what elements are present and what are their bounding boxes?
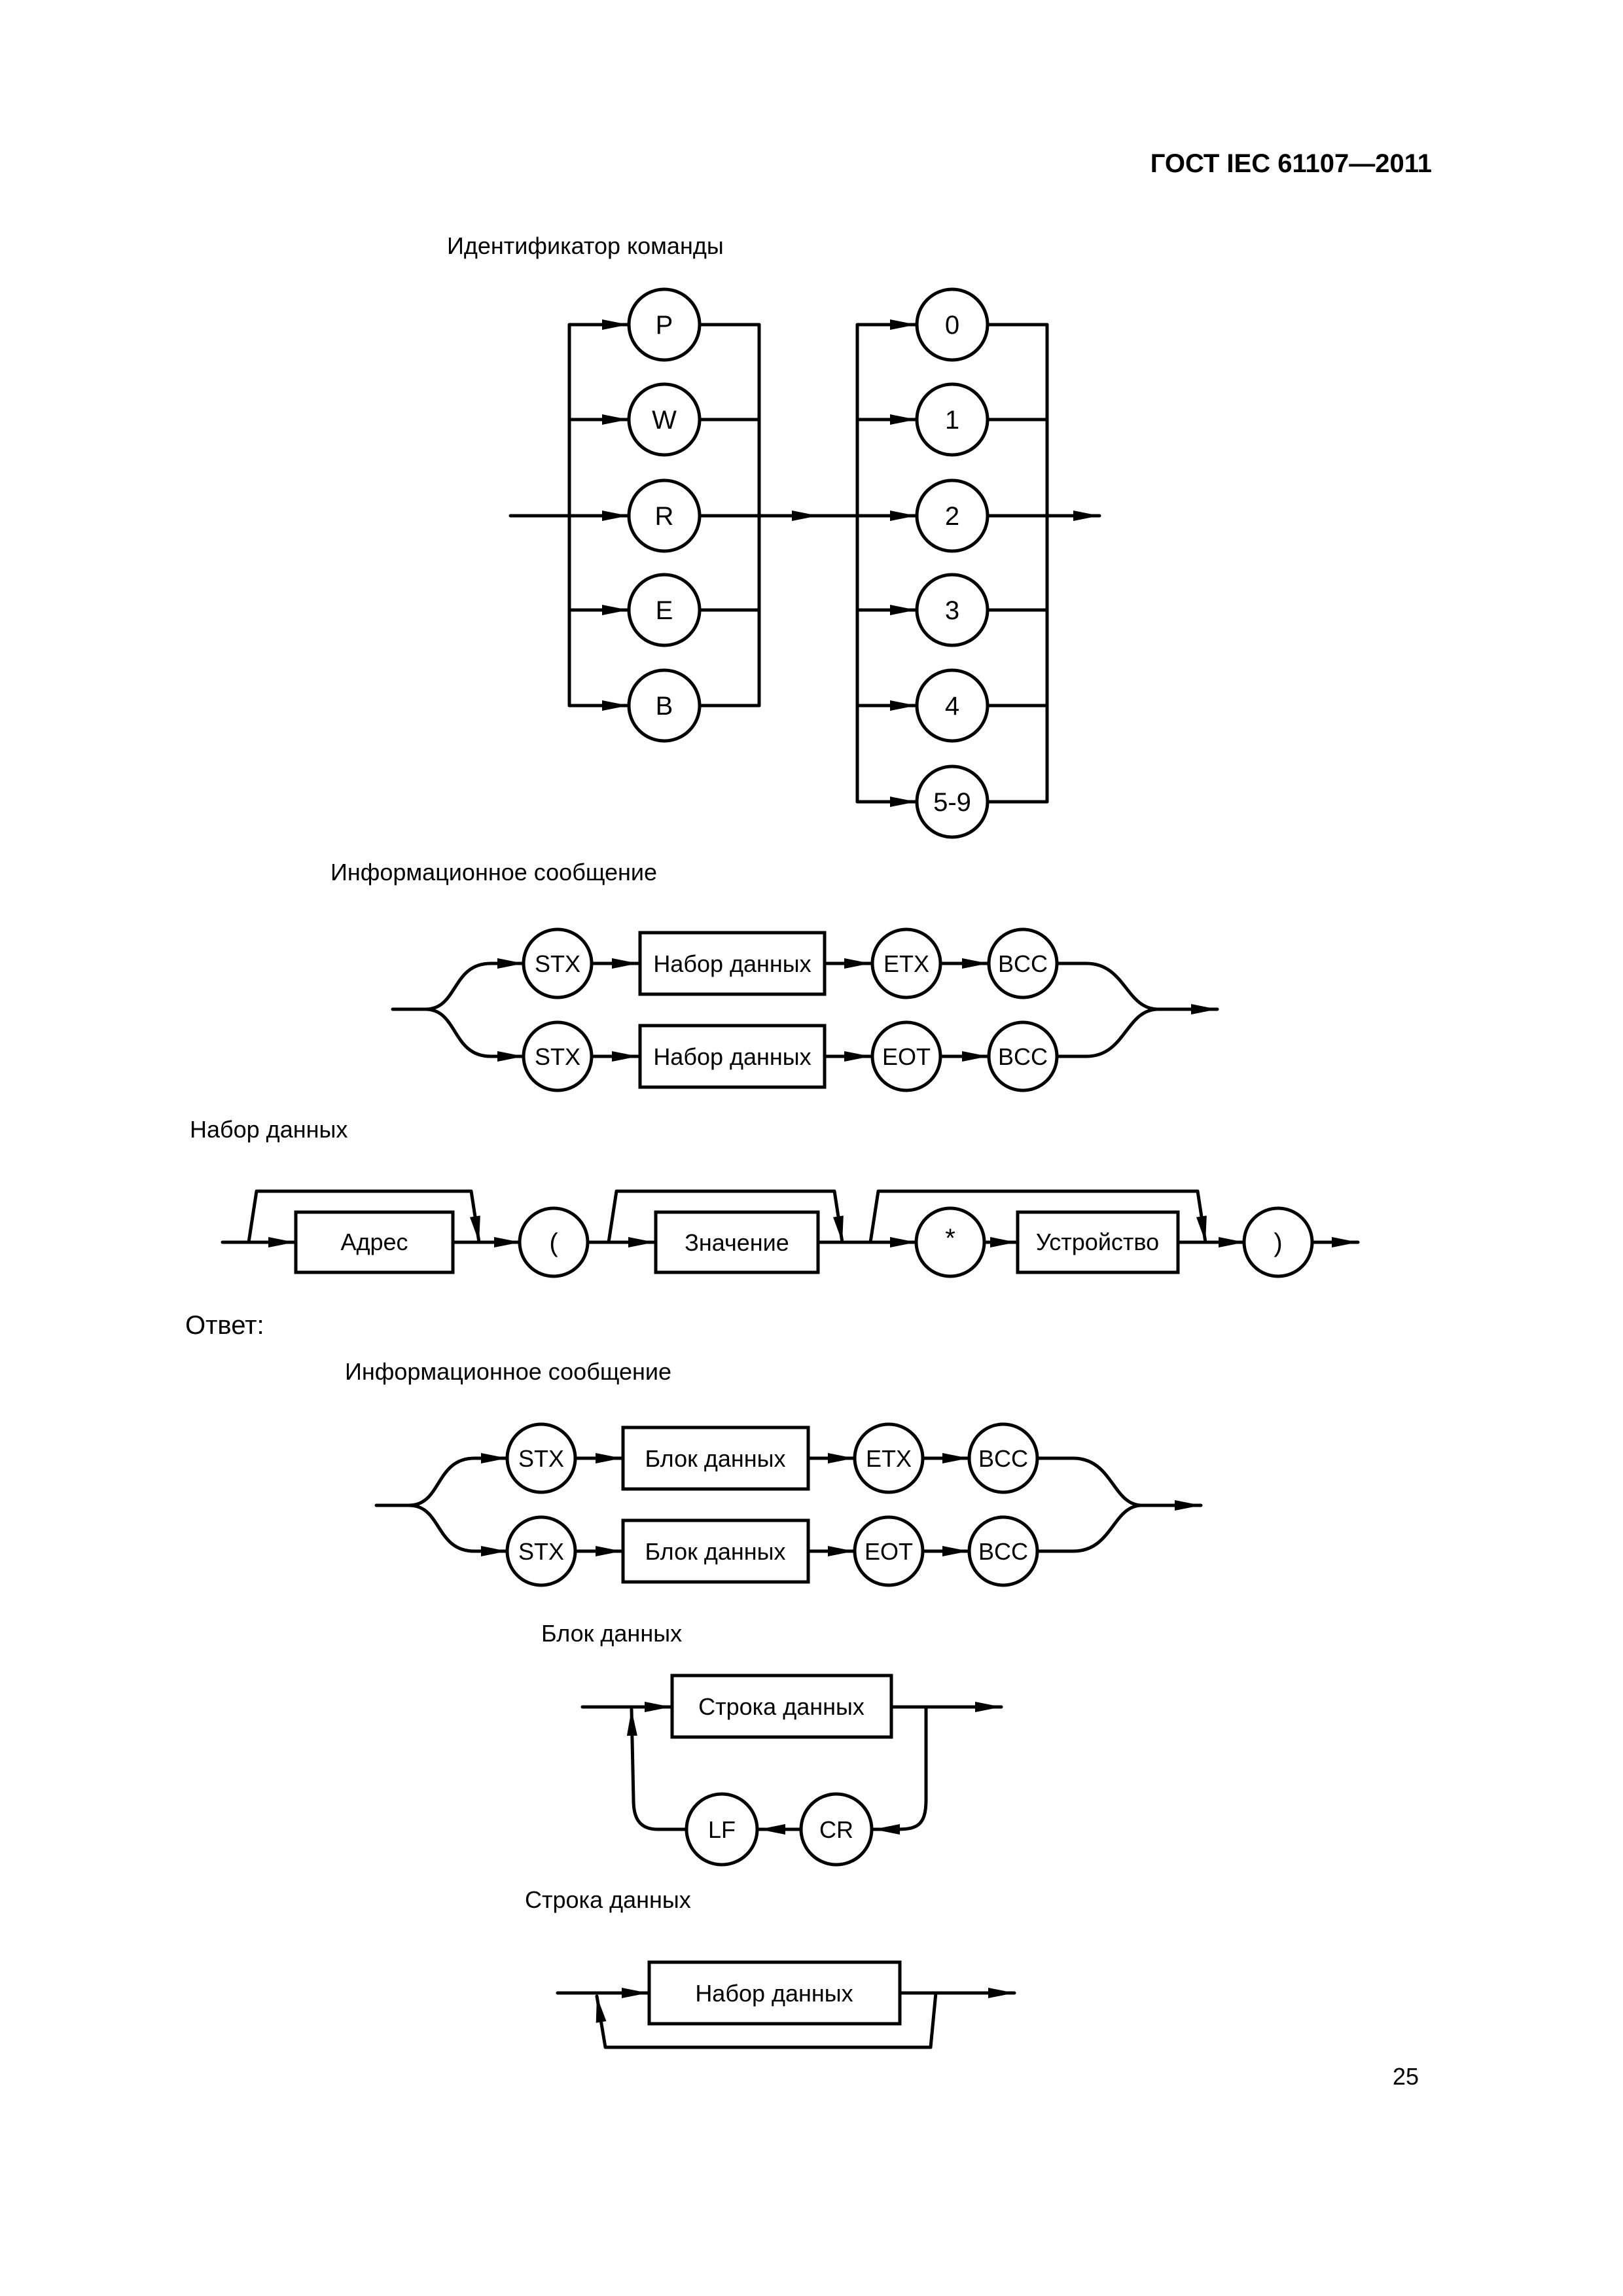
digit-node-label: 4	[945, 692, 959, 721]
data-block-title: Блок данных	[541, 1620, 682, 1647]
data-block-label: Блок данных	[645, 1445, 785, 1472]
close-paren-label: )	[1274, 1229, 1282, 1257]
letter-node-b: B	[627, 668, 702, 743]
stx-node: STX	[505, 1515, 577, 1587]
data-line-box: Строка данных	[670, 1674, 893, 1739]
data-block-label: Блок данных	[645, 1538, 785, 1565]
bcc-node: BCC	[987, 1020, 1059, 1092]
letter-node-label: B	[656, 692, 673, 721]
data-set-label: Набор данных	[653, 1043, 811, 1070]
data-block-diagram: Строка данных CR LF	[580, 1674, 1003, 1867]
letter-node-p: P	[627, 287, 702, 362]
stx-label: STX	[535, 1043, 580, 1070]
data-line-title: Строка данных	[525, 1886, 691, 1913]
digit-node-label: 3	[945, 596, 959, 625]
eot-node: EOT	[853, 1515, 925, 1587]
star-node: *	[914, 1206, 986, 1278]
digit-node-4: 4	[915, 668, 990, 743]
letter-node-r: R	[627, 478, 702, 553]
data-block-box: Блок данных	[621, 1518, 810, 1584]
eot-node: EOT	[870, 1020, 942, 1092]
command-id-diagram: P W R E B 0 1 2 3 4 5-9	[508, 287, 1101, 839]
value-box: Значение	[654, 1210, 820, 1274]
digit-node-5-9: 5-9	[915, 764, 990, 839]
star-label: *	[945, 1224, 955, 1253]
data-set-diagram: Адрес ( Значение * Устройство )	[221, 1189, 1360, 1278]
digit-node-2: 2	[915, 478, 990, 553]
digit-node-label: 0	[945, 311, 959, 340]
etx-label: ETX	[883, 950, 929, 977]
open-paren-label: (	[549, 1229, 558, 1257]
lf-label: LF	[708, 1816, 736, 1843]
stx-node: STX	[522, 927, 594, 999]
digit-node-label: 1	[945, 406, 959, 435]
eot-label: EOT	[882, 1043, 931, 1070]
data-line-diagram: Набор данных	[556, 1960, 1016, 2049]
data-set-label: Набор данных	[695, 1980, 853, 2007]
address-label: Адрес	[340, 1229, 408, 1255]
digit-node-label: 5-9	[933, 788, 971, 817]
etx-label: ETX	[866, 1445, 912, 1472]
data-set-box: Набор данных	[638, 1024, 827, 1089]
unit-box: Устройство	[1016, 1210, 1180, 1274]
answer-message-diagram: STX Блок данных ETX BCC STX Блок данных …	[374, 1422, 1203, 1587]
close-paren-node: )	[1242, 1206, 1314, 1278]
document-code: ГОСТ IEC 61107—2011	[1150, 149, 1432, 178]
stx-node: STX	[505, 1422, 577, 1494]
stx-node: STX	[522, 1020, 594, 1092]
bcc-label: BCC	[978, 1445, 1028, 1472]
cr-node: CR	[799, 1792, 874, 1867]
letter-node-label: R	[655, 502, 674, 531]
command-id-title: Идентификатор команды	[447, 232, 724, 259]
letter-node-e: E	[627, 573, 702, 647]
bcc-node: BCC	[967, 1422, 1039, 1494]
digit-node-3: 3	[915, 573, 990, 647]
data-block-box: Блок данных	[621, 1426, 810, 1491]
etx-node: ETX	[870, 927, 942, 999]
data-set-title: Набор данных	[190, 1116, 348, 1143]
info-message-diagram: STX Набор данных ETX BCC STX Набор данны…	[391, 927, 1219, 1092]
stx-label: STX	[518, 1538, 564, 1565]
bcc-label: BCC	[998, 1043, 1048, 1070]
page-number: 25	[1393, 2063, 1419, 2090]
stx-label: STX	[518, 1445, 564, 1472]
eot-label: EOT	[865, 1538, 913, 1565]
letter-node-label: E	[656, 596, 673, 625]
address-box: Адрес	[294, 1210, 455, 1274]
open-paren-node: (	[518, 1206, 590, 1278]
digit-node-0: 0	[915, 287, 990, 362]
bcc-node: BCC	[987, 927, 1059, 999]
answer-label: Ответ:	[185, 1311, 264, 1340]
value-label: Значение	[685, 1229, 789, 1256]
answer-message-title: Информационное сообщение	[345, 1358, 671, 1385]
data-set-label: Набор данных	[653, 950, 811, 977]
bcc-label: BCC	[998, 950, 1048, 977]
digit-node-label: 2	[945, 502, 959, 531]
bcc-node: BCC	[967, 1515, 1039, 1587]
data-set-box: Набор данных	[638, 931, 827, 996]
letter-node-label: W	[652, 406, 677, 435]
lf-node: LF	[685, 1792, 759, 1867]
data-line-label: Строка данных	[698, 1693, 865, 1720]
unit-label: Устройство	[1036, 1229, 1159, 1255]
bcc-label: BCC	[978, 1538, 1028, 1565]
data-set-box: Набор данных	[647, 1960, 902, 2026]
letter-node-label: P	[656, 311, 673, 340]
digit-node-1: 1	[915, 382, 990, 457]
stx-label: STX	[535, 950, 580, 977]
letter-node-w: W	[627, 382, 702, 457]
cr-label: CR	[819, 1816, 853, 1843]
etx-node: ETX	[853, 1422, 925, 1494]
info-message-title: Информационное сообщение	[330, 859, 657, 886]
